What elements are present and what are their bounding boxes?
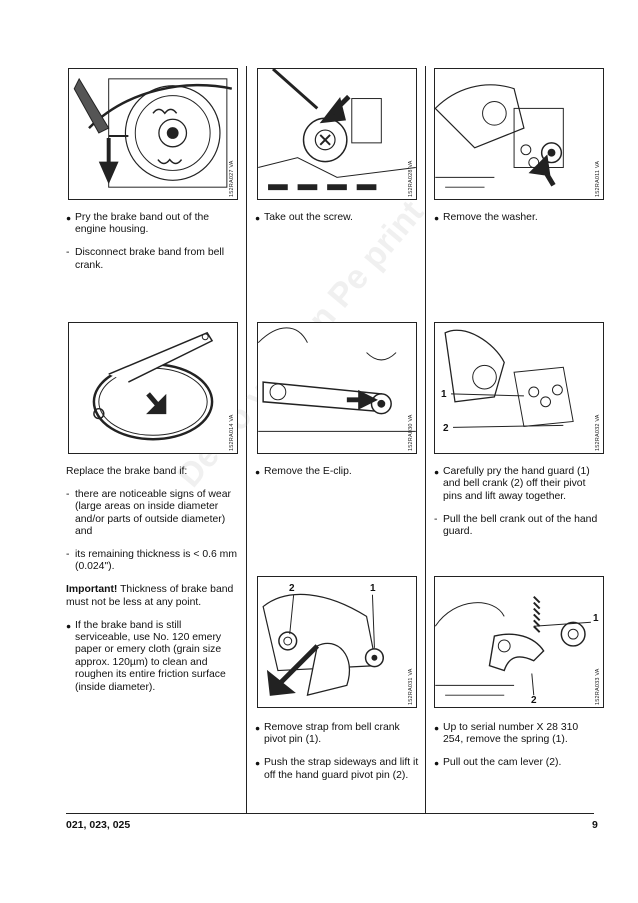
figure-brake-band: 152RA014 VA bbox=[68, 322, 238, 454]
dash-pull-bell-crank: Pull the bell crank out of the hand guar… bbox=[434, 514, 600, 539]
step-text-r2c2: Remove the E-clip. bbox=[255, 466, 420, 489]
illustration-hand-guard bbox=[444, 329, 574, 428]
figure-brake-band-pry: 152RA027 VA bbox=[68, 68, 238, 200]
figure-hand-guard: 1 2 152RA032 VA bbox=[434, 322, 604, 454]
step-text-r1c2: Take out the screw. bbox=[255, 212, 420, 235]
page-number: 9 bbox=[592, 819, 598, 831]
figure-code: 152RA014 VA bbox=[229, 414, 235, 451]
step-text-r1c1: Pry the brake band out of the engine hou… bbox=[66, 212, 236, 283]
bullet-remove-spring: Up to serial number X 28 310 254, remove… bbox=[434, 722, 600, 747]
figure-code: 152RA031 VA bbox=[408, 668, 414, 705]
bullet-remove-strap: Remove strap from bell crank pivot pin (… bbox=[255, 722, 420, 747]
bullet-push-strap: Push the strap sideways and lift it off … bbox=[255, 757, 420, 782]
callout-1: 1 bbox=[593, 613, 599, 624]
callout-1: 1 bbox=[441, 389, 447, 400]
dash-wear-signs: there are noticeable signs of wear (larg… bbox=[66, 489, 238, 539]
illustration-screw bbox=[258, 69, 416, 191]
bullet-emery-paper: If the brake band is still serviceable, … bbox=[66, 620, 238, 694]
step-text-r3c3: Up to serial number X 28 310 254, remove… bbox=[434, 722, 600, 780]
bottom-rule bbox=[66, 813, 594, 814]
figure-code: 152RA033 VA bbox=[595, 668, 601, 705]
figure-code: 152RA030 VA bbox=[408, 414, 414, 451]
figure-remove-strap: 2 1 152RA031 VA bbox=[257, 576, 417, 708]
footer-models: 021, 023, 025 bbox=[66, 819, 131, 831]
bullet-pry-band: Pry the brake band out of the engine hou… bbox=[66, 212, 236, 237]
illustration-eclip bbox=[258, 327, 416, 432]
figure-code: 152RA028 VA bbox=[408, 160, 414, 197]
step-text-r3c2: Remove strap from bell crank pivot pin (… bbox=[255, 722, 420, 793]
figure-take-out-screw: 152RA028 VA bbox=[257, 68, 417, 200]
important-label: Important! bbox=[66, 584, 118, 596]
bullet-remove-washer: Remove the washer. bbox=[434, 212, 604, 225]
bullet-remove-eclip: Remove the E-clip. bbox=[255, 466, 420, 479]
bullet-pry-hand-guard: Carefully pry the hand guard (1) and bel… bbox=[434, 466, 600, 503]
step-text-r1c3: Remove the washer. bbox=[434, 212, 604, 235]
bullet-pull-cam-lever: Pull out the cam lever (2). bbox=[434, 757, 600, 770]
illustration-strap bbox=[262, 593, 385, 697]
illustration-spring bbox=[435, 596, 591, 696]
figure-code: 152RA027 VA bbox=[229, 160, 235, 197]
illustration-brake-drum bbox=[73, 77, 233, 188]
figure-spring-cam-lever: 1 2 152RA033 VA bbox=[434, 576, 604, 708]
figure-remove-washer: 152RA011 VA bbox=[434, 68, 604, 200]
figure-code: 152RA032 VA bbox=[595, 414, 601, 451]
important-text: Thickness of brake band must not be less… bbox=[66, 584, 234, 608]
dash-disconnect-band: Disconnect brake band from bell crank. bbox=[66, 247, 236, 272]
callout-2: 2 bbox=[289, 583, 295, 594]
figure-code: 152RA011 VA bbox=[595, 160, 601, 197]
callout-2: 2 bbox=[443, 423, 449, 434]
step-text-r2c3: Carefully pry the hand guard (1) and bel… bbox=[434, 466, 600, 549]
column-divider-2 bbox=[425, 66, 426, 814]
bullet-take-out-screw: Take out the screw. bbox=[255, 212, 420, 225]
column-divider-1 bbox=[246, 66, 247, 814]
illustration-washer bbox=[435, 84, 564, 188]
figure-remove-eclip: 152RA030 VA bbox=[257, 322, 417, 454]
illustration-brake-band bbox=[92, 331, 214, 441]
callout-1: 1 bbox=[370, 583, 376, 594]
replace-intro: Replace the brake band if: bbox=[66, 466, 188, 477]
step-text-r2c1: Replace the brake band if: there are not… bbox=[66, 466, 238, 705]
callout-2: 2 bbox=[531, 695, 537, 706]
important-note: Important! Thickness of brake band must … bbox=[66, 584, 238, 609]
dash-thickness: its remaining thickness is < 0.6 mm (0.0… bbox=[66, 549, 238, 574]
